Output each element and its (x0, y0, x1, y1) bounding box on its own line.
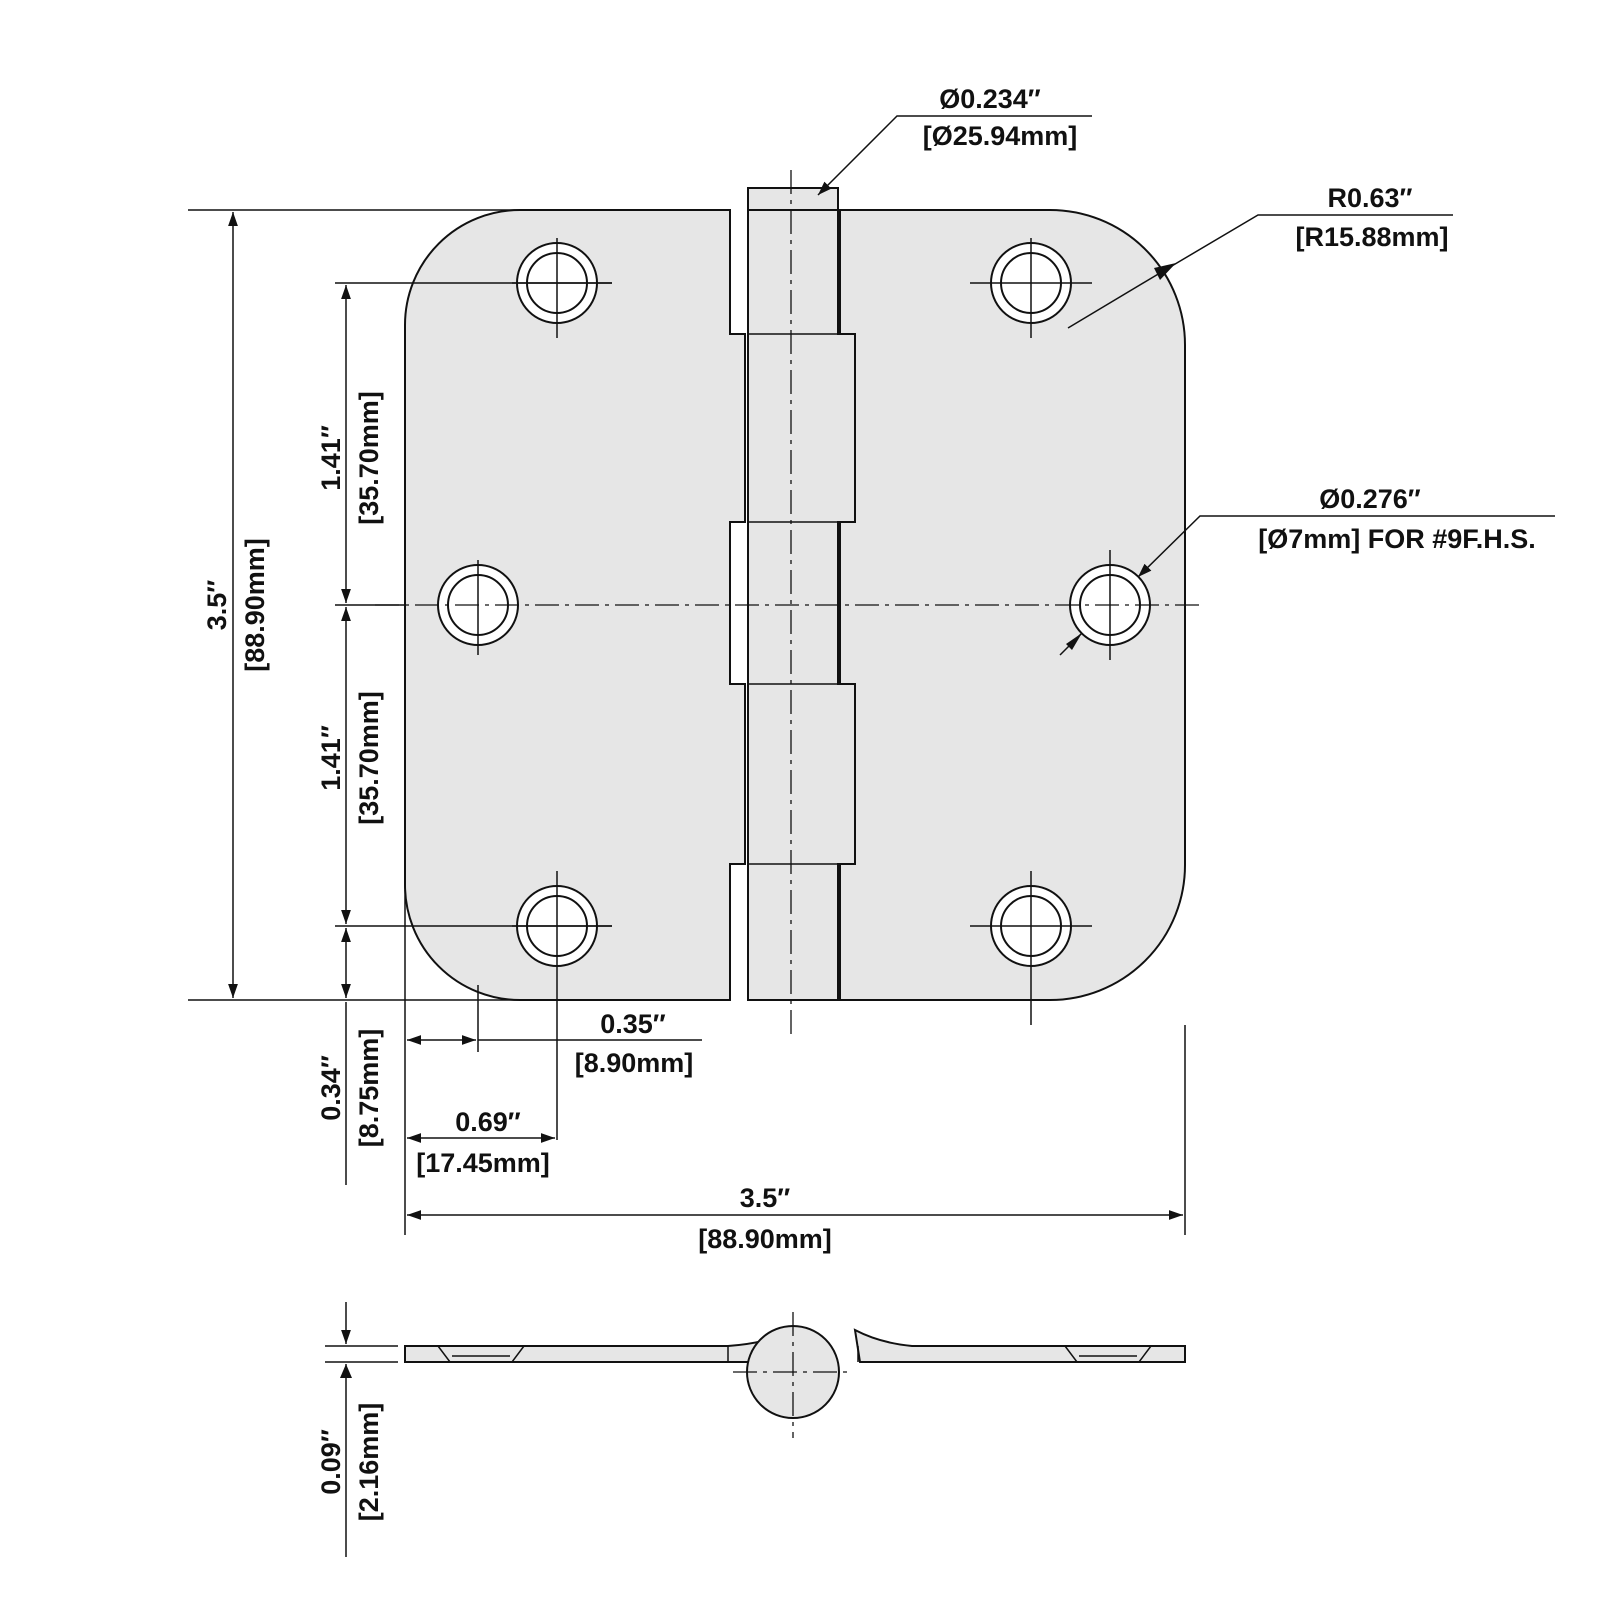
lower-spacing-in-label: 1.41″ (316, 725, 346, 791)
offset-b-in-label: 0.69″ (455, 1107, 521, 1137)
offset-a-mm-label: [8.90mm] (575, 1048, 694, 1078)
hinge-side-view (325, 1302, 1186, 1557)
height-in-label: 3.5″ (202, 580, 232, 631)
side-right-leaf (853, 1328, 1186, 1363)
dimension-labels: Ø0.234″ [Ø25.94mm] R0.63″ [R15.88mm] Ø0.… (202, 84, 1536, 1521)
pin-diameter-in-label: Ø0.234″ (939, 84, 1041, 114)
offset-a-in-label: 0.35″ (600, 1009, 666, 1039)
upper-spacing-mm-label: [35.70mm] (354, 391, 384, 525)
edge-offset-in-label: 0.34″ (316, 1055, 346, 1121)
upper-spacing-in-label: 1.41″ (316, 425, 346, 491)
thickness-mm-label: [2.16mm] (354, 1403, 384, 1522)
hinge-top-view (375, 170, 1205, 1035)
edge-offset-mm-label: [8.75mm] (354, 1029, 384, 1148)
thickness-in-label: 0.09″ (316, 1429, 346, 1495)
corner-radius-mm-label: [R15.88mm] (1295, 222, 1448, 252)
lower-spacing-mm-label: [35.70mm] (354, 691, 384, 825)
hinge-knuckle (747, 187, 856, 1001)
center-lines (375, 170, 1205, 1035)
hole-diameter-mm-label: [Ø7mm] FOR #9F.H.S. (1258, 524, 1536, 554)
corner-radius-in-label: R0.63″ (1328, 183, 1413, 213)
hole-diameter-in-label: Ø0.276″ (1319, 484, 1421, 514)
right-leaf (839, 209, 1186, 1001)
width-mm-label: [88.90mm] (698, 1224, 832, 1254)
side-left-leaf (404, 1328, 791, 1363)
offset-b-mm-label: [17.45mm] (416, 1148, 550, 1178)
dimension-lines (188, 115, 1555, 1235)
pin-diameter-mm-label: [Ø25.94mm] (923, 121, 1078, 151)
height-mm-label: [88.90mm] (240, 538, 270, 672)
width-in-label: 3.5″ (740, 1183, 791, 1213)
